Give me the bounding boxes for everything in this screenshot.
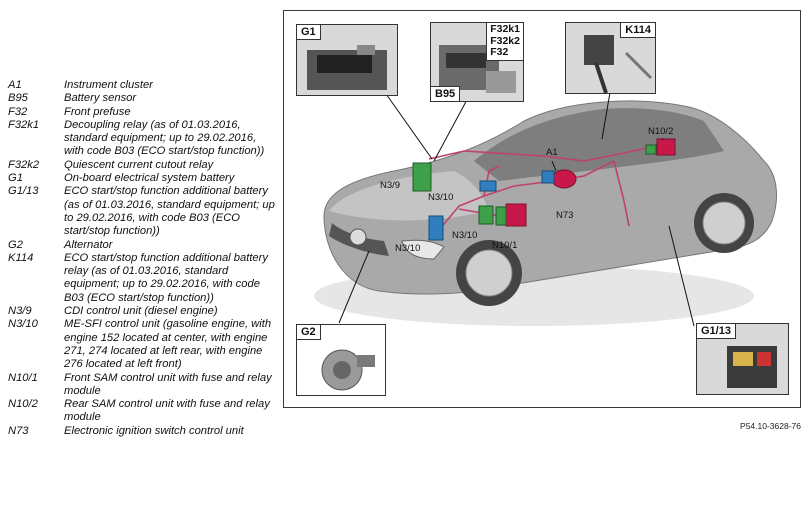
tag-n3-10: N3/10 <box>428 192 454 203</box>
module-a1 <box>551 169 577 189</box>
legend-row: G2 Alternator <box>8 239 278 252</box>
inset-g1-13: G1/13 <box>696 323 789 395</box>
legend-row: K114 ECO start/stop function additional b… <box>8 252 278 305</box>
module-n3-10-top <box>479 180 497 192</box>
legend-row: B95 Battery sensor <box>8 92 278 105</box>
module-n3-10-center <box>478 205 494 225</box>
legend-row: F32 Front prefuse <box>8 106 278 119</box>
legend-code: N73 <box>8 424 29 437</box>
legend-code: N10/1 <box>8 371 38 384</box>
diagram-frame: G1 F32k1 F32k2 F32 B95 K114 G2 <box>283 10 801 408</box>
module-n10-1-green <box>495 206 507 226</box>
tag-n10-1: N10/1 <box>492 240 518 251</box>
legend-code: B95 <box>8 92 28 105</box>
inset-label: K114 <box>620 23 655 38</box>
legend-description: Front SAM control unit with fuse and rel… <box>64 371 272 397</box>
inset-k114: K114 <box>565 22 656 94</box>
mercedes-star-icon <box>349 228 367 246</box>
alternator-photo <box>321 349 375 391</box>
figure-code: P54.10-3628-76 <box>740 421 801 431</box>
legend-code: F32k2 <box>8 158 40 171</box>
car-hood <box>329 171 489 221</box>
tag-n73: N73 <box>556 210 574 221</box>
legend-code: G1/13 <box>8 185 39 198</box>
wiring-harness <box>428 143 665 237</box>
legend-row: G1 On-board electrical system battery <box>8 172 278 185</box>
inset-label: G1/13 <box>697 324 736 339</box>
tag-a1: A1 <box>546 147 558 158</box>
legend-description: CDI control unit (diesel engine) <box>64 305 218 318</box>
tag-n3-10: N3/10 <box>395 243 421 254</box>
module-n3-10-left <box>428 215 444 241</box>
legend-row: F32k2 Quiescent current cutout relay <box>8 159 278 172</box>
module-n3-9 <box>412 162 432 192</box>
legend-description: On-board electrical system battery <box>64 172 235 185</box>
legend-row: N10/2 Rear SAM control unit with fuse and… <box>8 398 278 425</box>
legend-description: Quiescent current cutout relay <box>64 158 214 171</box>
legend-code: F32 <box>8 105 28 118</box>
additional-battery-photo <box>727 346 777 388</box>
legend-code: N3/10 <box>8 318 38 331</box>
front-rim <box>465 249 513 297</box>
legend-code: G1 <box>8 172 23 185</box>
legend-row: N10/1 Front SAM control unit with fuse an… <box>8 372 278 399</box>
legend-code: N3/9 <box>8 305 32 318</box>
legend-description: Electronic ignition switch control unit <box>64 424 244 437</box>
legend-description: Decoupling relay (as of 01.03.2016, stan… <box>64 118 265 158</box>
inset-label: G2 <box>297 325 321 340</box>
battery-photo <box>307 45 387 90</box>
rear-rim <box>702 201 746 245</box>
legend-row: G1/13 ECO start/stop function additional … <box>8 185 278 238</box>
legend-description: ME-SFI control unit (gasoline engine, wi… <box>64 318 272 371</box>
legend-code: K114 <box>8 251 34 264</box>
module-n10-2-green <box>645 144 657 155</box>
tag-n3-10: N3/10 <box>452 230 478 241</box>
inset-label: G1 <box>297 25 321 40</box>
inset-g2: G2 <box>296 324 386 396</box>
legend-row: A1 Instrument cluster <box>8 79 278 92</box>
legend-code: A1 <box>8 79 22 91</box>
legend-row: N3/10 ME-SFI control unit (gasoline engin… <box>8 318 278 371</box>
legend-row: N73 Electronic ignition switch control un… <box>8 425 278 438</box>
car-illustration <box>314 80 777 327</box>
tag-n10-2: N10/2 <box>648 126 674 137</box>
headlight <box>401 239 445 260</box>
module-n73 <box>541 170 555 184</box>
inset-label: F32k1 F32k2 F32 <box>486 23 523 61</box>
legend-description: ECO start/stop function additional batte… <box>64 185 275 238</box>
legend-description: Front prefuse <box>64 105 131 118</box>
legend-description: Battery sensor <box>64 92 137 105</box>
legend-row: N3/9 CDI control unit (diesel engine) <box>8 305 278 318</box>
legend-code: N10/2 <box>8 398 38 411</box>
relay-photo <box>584 35 653 93</box>
inset-f32: F32k1 F32k2 F32 B95 <box>430 22 524 102</box>
inset-label: B95 <box>431 86 461 101</box>
legend-description: ECO start/stop function additional batte… <box>64 251 268 304</box>
legend-description: Alternator <box>64 238 113 251</box>
legend-code: G2 <box>8 238 23 251</box>
tag-n3-9: N3/9 <box>380 180 401 191</box>
module-n10-2 <box>656 138 676 156</box>
legend-row: F32k1 Decoupling relay (as of 01.03.2016,… <box>8 119 278 159</box>
module-n10-1 <box>505 203 527 227</box>
legend-description: Rear SAM control unit with fuse and rela… <box>64 398 270 424</box>
inset-g1: G1 <box>296 24 398 96</box>
legend-code: F32k1 <box>8 118 40 131</box>
legend-description: Instrument cluster <box>64 79 153 91</box>
car-cabin <box>474 108 724 181</box>
